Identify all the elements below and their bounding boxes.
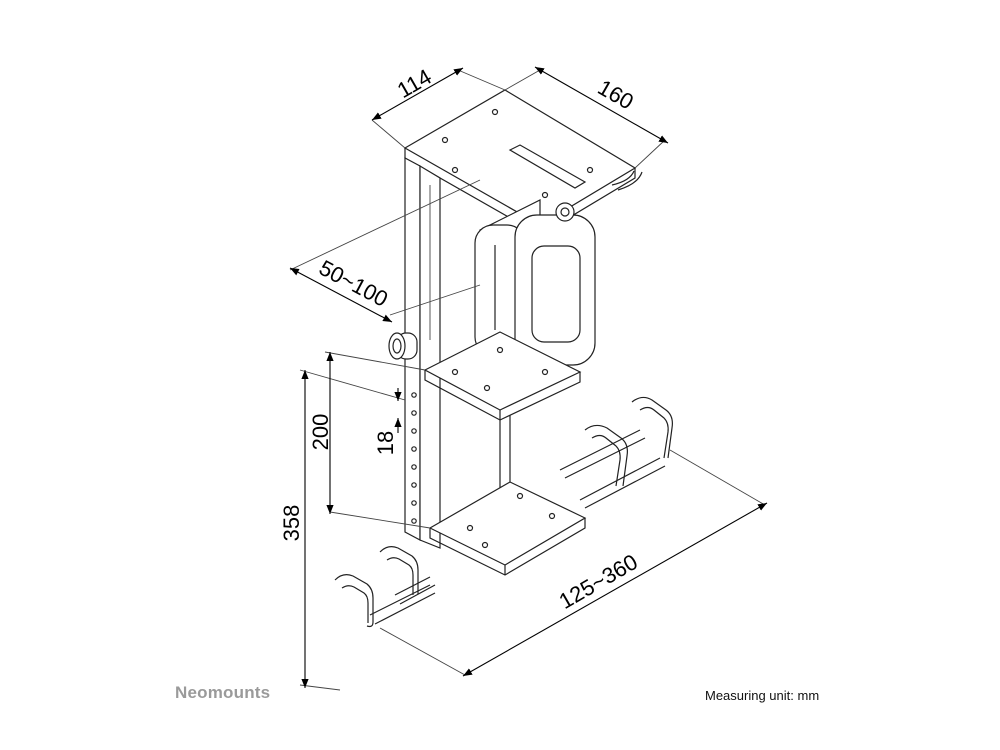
top-plate	[403, 89, 643, 236]
dim-label-160: 160	[594, 74, 638, 114]
dim-label-50-100: 50~100	[315, 255, 392, 312]
extension-lines	[289, 69, 766, 691]
dim-label-114: 114	[393, 64, 436, 103]
side-bracket	[474, 199, 596, 366]
dim-line-125-360	[462, 502, 768, 677]
adjustment-knob	[388, 332, 418, 360]
front-rail	[334, 546, 436, 628]
dim-label-18: 18	[373, 431, 398, 455]
dim-line-50-100	[289, 267, 393, 323]
dimension-lines	[289, 66, 768, 688]
dim-line-114	[371, 67, 464, 121]
rear-rail	[559, 396, 673, 509]
lower-shelf	[428, 481, 587, 576]
dim-label-200: 200	[308, 414, 333, 451]
dim-line-160	[534, 66, 669, 144]
dim-label-358: 358	[279, 505, 304, 542]
measuring-unit-note: Measuring unit: mm	[705, 688, 820, 703]
brand-logo: Neomounts	[175, 683, 271, 702]
upper-shelf	[423, 331, 582, 500]
pc-mount-illustration	[289, 69, 766, 691]
